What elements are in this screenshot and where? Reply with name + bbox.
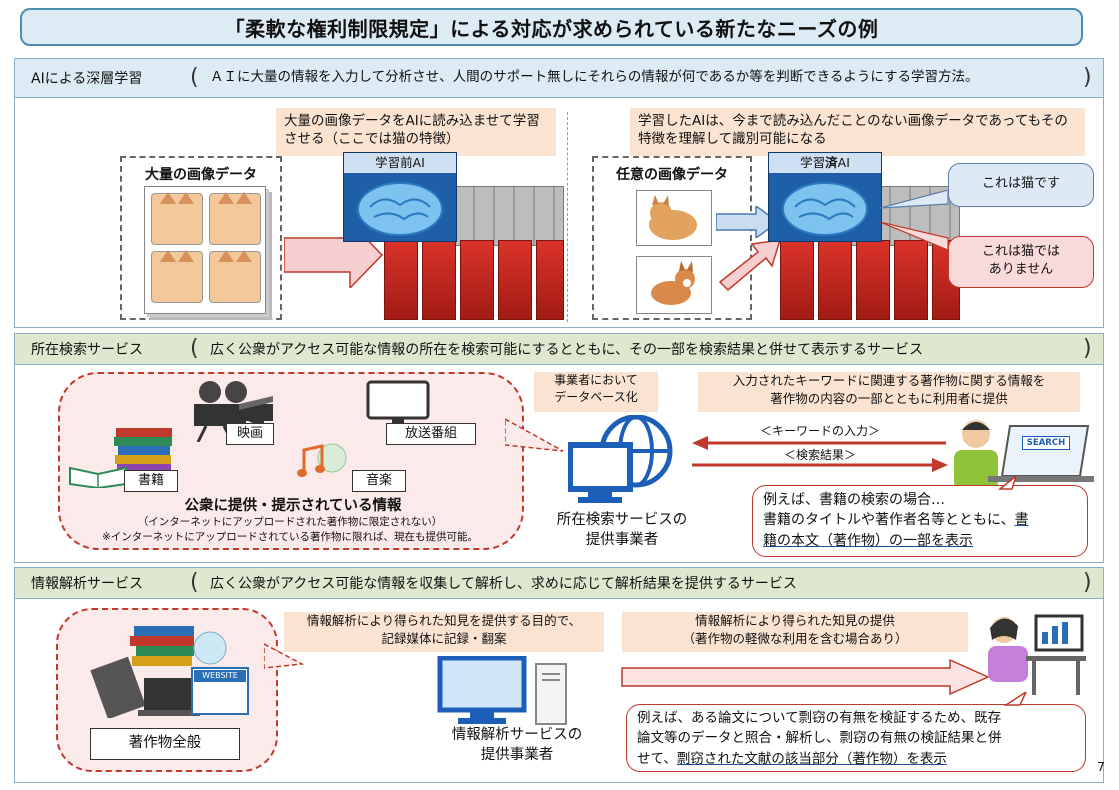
server-rack-icon xyxy=(460,240,494,320)
section-analysis-desc: 広く公衆がアクセス可能な情報を収集して解析し、求めに応じて解析結果を提供するサー… xyxy=(210,573,1083,593)
public-info-note-1: （インターネットにアップロードされた著作物に限定されない） xyxy=(100,514,480,529)
bubble-tail xyxy=(880,222,950,252)
bracket-left: ( xyxy=(190,338,210,360)
user-laptop-icon xyxy=(948,412,1098,492)
analysis-example-line-1: 例えば、ある論文について剽窃の有無を検証するため、既存 xyxy=(637,708,1075,728)
caption-inference: 学習したAIは、今まで読み込んだことのない画像データであってもその特徴を理解して… xyxy=(630,108,1085,156)
works-label: 著作物全般 xyxy=(90,728,240,760)
provide-arrow-icon xyxy=(620,658,990,696)
open-book-icon xyxy=(68,460,128,488)
bracket-right: ) xyxy=(1083,338,1103,360)
analysis-provide-caption: 情報解析により得られた知見の提供 （著作物の軽微な利用を含む場合あり） xyxy=(622,612,968,652)
analysis-example-line-3b: 剽窃された文献の該当部分（著作物）を表示 xyxy=(677,751,947,767)
cat-image-icon xyxy=(151,251,203,303)
bracket-left: ( xyxy=(190,67,210,89)
clapperboard-icon xyxy=(238,396,274,422)
cat-icon xyxy=(637,191,711,245)
test-input-arrow-2-icon xyxy=(718,238,784,292)
section-analysis-header: 情報解析サービス ( 広く公衆がアクセス可能な情報を収集して解析し、求めに応じて… xyxy=(14,567,1104,599)
bracket-right: ) xyxy=(1083,67,1103,89)
bracket-right: ) xyxy=(1083,572,1103,594)
search-example-line-2: 書籍のタイトルや著作者名等とともに、書 xyxy=(763,510,1077,530)
ai-before-panel: 学習前AI xyxy=(343,152,457,242)
search-result-caption: 入力されたキーワードに関連する著作物に関する情報を 著作物の内容の一部とともに利… xyxy=(698,372,1080,412)
section-analysis-title: 情報解析サービス xyxy=(15,573,190,593)
page-title: 「柔軟な権利制限規定」による対応が求められている新たなニーズの例 xyxy=(20,8,1083,46)
label-books: 書籍 xyxy=(124,470,178,492)
label-broadcast: 放送番組 xyxy=(386,423,476,445)
bubble-tail xyxy=(880,190,950,210)
search-example-line-1: 例えば、書籍の検索の場合… xyxy=(763,490,1077,510)
image-stack xyxy=(144,186,266,314)
test-images-label: 任意の画像データ xyxy=(594,164,750,184)
server-rack-icon xyxy=(818,240,852,320)
dog-icon xyxy=(637,257,711,313)
cat-photo xyxy=(636,190,712,246)
ai-after-label-suffix: AI xyxy=(838,155,850,170)
section-search-header: 所在検索サービス ( 広く公衆がアクセス可能な情報の所在を検索可能にするとともに… xyxy=(14,333,1104,365)
public-info-label: 公衆に提供・提示されている情報 xyxy=(108,494,478,515)
search-provider-label: 所在検索サービスの 提供事業者 xyxy=(542,510,702,551)
music-icon xyxy=(296,440,352,480)
search-badge: SEARCH xyxy=(1022,436,1070,450)
search-example-callout: 例えば、書籍の検索の場合… 書籍のタイトルや著作者名等とともに、書 籍の本文（著… xyxy=(752,485,1088,557)
ai-before-label: 学習前AI xyxy=(344,153,456,173)
result-cat-bubble: これは猫です xyxy=(948,163,1094,207)
analysis-computer-icon xyxy=(436,656,576,726)
section-divider xyxy=(567,112,568,322)
analysis-example-callout: 例えば、ある論文について剽窃の有無を検証するため、既存 論文等のデータと照合・解… xyxy=(626,704,1086,772)
section-search-desc: 広く公衆がアクセス可能な情報の所在を検索可能にするとともに、その一部を検索結果と… xyxy=(210,339,1083,359)
section-ai-title: AIによる深層学習 xyxy=(15,68,190,88)
label-music: 音楽 xyxy=(352,470,406,492)
section-ai-header: AIによる深層学習 ( ＡＩに大量の情報を入力して分析させ、人間のサポート無しに… xyxy=(14,58,1104,98)
analyst-user-icon xyxy=(982,610,1088,698)
search-example-line-2a: 書籍のタイトルや著作者名等とともに、 xyxy=(763,512,1015,528)
cat-image-icon xyxy=(209,251,261,303)
brain-icon xyxy=(344,173,456,241)
server-rack-icon xyxy=(498,240,532,320)
ai-after-label-prefix: 学習 xyxy=(800,155,825,170)
ai-after-label-mid: 済 xyxy=(825,155,838,170)
cat-image-icon xyxy=(151,193,203,245)
callout-tail xyxy=(990,476,1020,490)
tv-icon xyxy=(366,380,432,426)
section-ai-desc: ＡＩに大量の情報を入力して分析させ、人間のサポート無しにそれらの情報が何であるか… xyxy=(210,69,1083,87)
analysis-example-line-3: せて、剽窃された文献の該当部分（著作物）を表示 xyxy=(637,749,1075,769)
analysis-record-caption: 情報解析により得られた知見を提供する目的で、 記録媒体に記録・翻案 xyxy=(284,612,604,652)
server-rack-icon xyxy=(856,240,890,320)
search-provider-computer-icon xyxy=(568,415,688,507)
page-number: 7 xyxy=(1090,760,1112,774)
website-badge: WEBSITE xyxy=(194,670,246,682)
section-search-title: 所在検索サービス xyxy=(15,339,190,359)
analysis-provider-label: 情報解析サービスの 提供事業者 xyxy=(432,726,602,765)
analysis-example-line-2: 論文等のデータと照合・解析し、剽窃の有無の検証結果と併 xyxy=(637,728,1075,748)
caption-train: 大量の画像データをAIに読み込ませて学習させる（ここでは猫の特徴） xyxy=(276,108,556,156)
bracket-left: ( xyxy=(190,572,210,594)
search-example-line-2b: 書 xyxy=(1015,512,1029,528)
search-example-line-3: 籍の本文（著作物）の一部を表示 xyxy=(763,531,1077,551)
label-movie: 映画 xyxy=(226,423,274,445)
training-images-label: 大量の画像データ xyxy=(122,164,280,184)
server-rack-icon xyxy=(422,240,456,320)
ai-after-label: 学習済AI xyxy=(769,153,881,173)
server-rack-icon xyxy=(894,240,928,320)
server-rack-icon xyxy=(536,240,564,320)
cat-image-icon xyxy=(209,193,261,245)
speech-tail xyxy=(505,415,565,455)
brain-icon xyxy=(769,173,881,241)
callout-tail xyxy=(1000,692,1030,706)
training-images-box: 大量の画像データ xyxy=(120,156,282,320)
ai-after-panel: 学習済AI xyxy=(768,152,882,242)
dog-photo xyxy=(636,256,712,314)
db-caption: 事業者において データベース化 xyxy=(534,372,658,412)
result-not-cat-bubble: これは猫ではありません xyxy=(948,236,1094,288)
server-rack-icon xyxy=(780,240,814,320)
public-info-note-2: ※インターネットにアップロードされている著作物に限れば、現在も提供可能。 xyxy=(70,529,510,544)
server-rack-icon xyxy=(384,240,418,320)
right-arrow-icon xyxy=(692,458,948,472)
analysis-example-line-3a: せて、 xyxy=(637,751,677,767)
